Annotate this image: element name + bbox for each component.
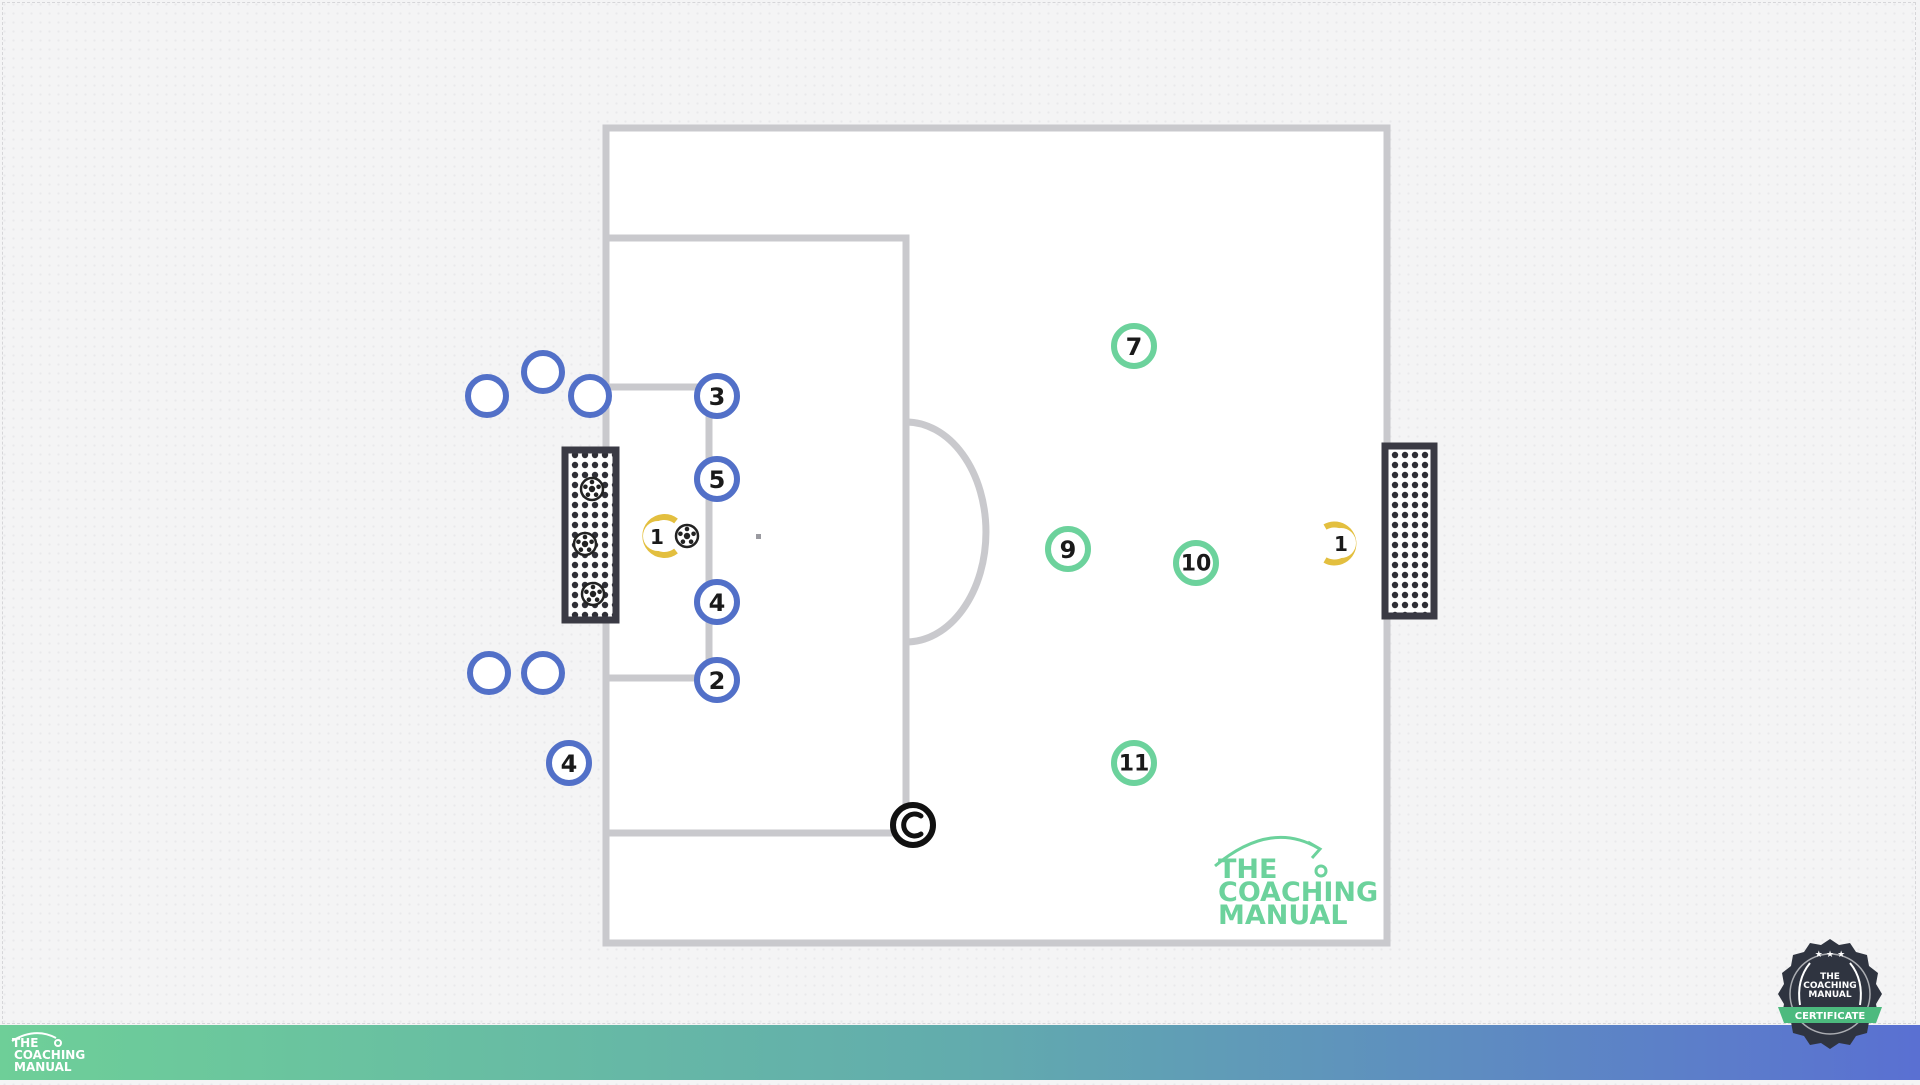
footer-logo: THE COACHING MANUAL bbox=[11, 1032, 85, 1074]
soccer-ball-icon bbox=[572, 531, 598, 557]
player-number: 7 bbox=[1126, 333, 1143, 361]
brand-line: MANUAL bbox=[1218, 900, 1348, 931]
soccer-ball-icon bbox=[580, 581, 606, 607]
right-goal bbox=[1381, 442, 1438, 620]
player-number: 2 bbox=[709, 667, 726, 695]
player-number: 10 bbox=[1181, 552, 1212, 577]
diagram-frame bbox=[2, 2, 1916, 1024]
footer-bar: THE COACHING MANUAL bbox=[0, 1025, 1920, 1080]
badge-label: CERTIFICATE bbox=[1795, 1011, 1866, 1022]
penalty-box bbox=[606, 234, 910, 837]
green-player: 10 bbox=[1173, 540, 1219, 586]
waiting-player-marker bbox=[467, 651, 511, 695]
blue-player: 2 bbox=[694, 657, 740, 703]
coach-c-icon bbox=[890, 802, 936, 848]
green-player: 7 bbox=[1111, 323, 1157, 369]
waiting-player-marker bbox=[521, 651, 565, 695]
badge-brand-line: MANUAL bbox=[1808, 990, 1851, 1000]
blue-player: 5 bbox=[694, 456, 740, 502]
waiting-player-marker bbox=[568, 374, 612, 418]
goalkeeper-right: 1 bbox=[1323, 521, 1357, 566]
blue-player: 4 bbox=[546, 740, 592, 786]
player-number: 3 bbox=[709, 383, 726, 411]
waiting-player-marker bbox=[465, 374, 509, 418]
certificate-badge: ★ ★ ★ THE COACHING MANUAL CERTIFICATE bbox=[1778, 939, 1882, 1049]
six-yard-box bbox=[606, 383, 713, 682]
pitch-surface bbox=[602, 124, 1391, 947]
brand-logo: THE COACHING MANUAL bbox=[1214, 835, 1378, 931]
badge-brand-line: COACHING bbox=[1803, 981, 1856, 991]
player-number: 4 bbox=[561, 750, 578, 778]
player-number: 11 bbox=[1119, 752, 1150, 777]
left-goal bbox=[561, 446, 620, 624]
goalkeeper-left: 1 bbox=[642, 514, 700, 558]
badge-brand-line: THE bbox=[1820, 972, 1840, 982]
waiting-player-marker bbox=[521, 350, 565, 394]
green-player: 9 bbox=[1045, 526, 1091, 572]
footer-brand-line: COACHING bbox=[14, 1048, 85, 1062]
player-number: 1 bbox=[650, 525, 664, 549]
player-number: 5 bbox=[709, 466, 726, 494]
green-player: 11 bbox=[1111, 740, 1157, 786]
blue-player: 3 bbox=[694, 373, 740, 419]
brand-line: THE bbox=[1218, 854, 1277, 885]
soccer-ball-icon bbox=[674, 523, 700, 549]
brand-line: COACHING bbox=[1218, 877, 1378, 908]
footer-brand-line: THE bbox=[12, 1036, 38, 1050]
footer-brand-line: MANUAL bbox=[14, 1060, 72, 1074]
soccer-ball-icon bbox=[579, 476, 605, 502]
player-number: 4 bbox=[709, 589, 726, 617]
blue-player: 4 bbox=[694, 579, 740, 625]
penalty-spot bbox=[756, 534, 761, 539]
player-number: 1 bbox=[1334, 532, 1348, 556]
player-number: 9 bbox=[1060, 536, 1077, 564]
svg-text:★ ★ ★: ★ ★ ★ bbox=[1815, 950, 1845, 960]
penalty-arc bbox=[905, 418, 990, 646]
